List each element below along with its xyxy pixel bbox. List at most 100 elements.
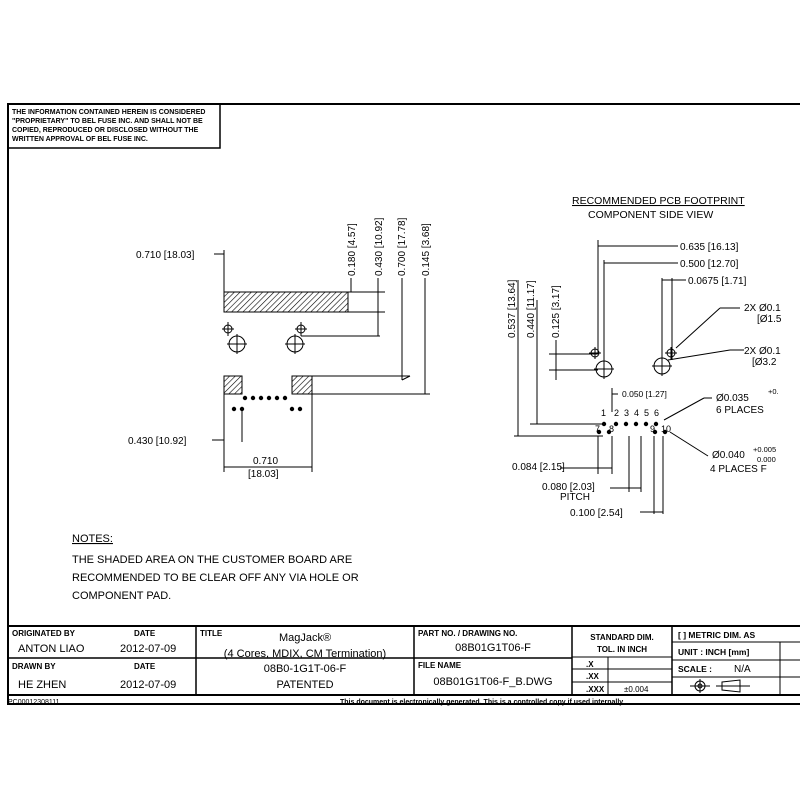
disclaimer-line-1: THE INFORMATION CONTAINED HEREIN IS CONS… bbox=[12, 109, 205, 116]
title-line-2: (4 Cores, MDIX, CM Termination) bbox=[224, 648, 386, 660]
dim-430-horizontal: 0.430 [10.92] bbox=[128, 436, 187, 447]
disclaimer-line-4: WRITTEN APPROVAL OF BEL FUSE INC. bbox=[12, 136, 148, 143]
unit-label: UNIT : INCH [mm] bbox=[678, 647, 749, 657]
pin-hole bbox=[623, 421, 629, 427]
dim-430-vertical: 0.430 [10.92] bbox=[374, 217, 385, 276]
pin-label-2: 2 bbox=[614, 408, 619, 418]
notes-line-2: RECOMMENDED TO BE CLEAR OFF ANY VIA HOLE… bbox=[72, 572, 359, 584]
dim-500: 0.500 [12.70] bbox=[680, 259, 739, 270]
std-dim-label-1: STANDARD DIM. bbox=[590, 633, 653, 642]
footprint-subtitle: COMPONENT SIDE VIEW bbox=[588, 209, 713, 221]
scale-label: SCALE : bbox=[678, 664, 712, 674]
hole-small-left bbox=[222, 322, 234, 336]
drawn-by-label: DRAWN BY bbox=[12, 662, 56, 671]
dim-537: 0.537 [13.64] bbox=[507, 279, 518, 338]
left-view bbox=[212, 250, 430, 472]
pin-hole bbox=[662, 429, 668, 435]
disclaimer-box: THE INFORMATION CONTAINED HEREIN IS CONS… bbox=[7, 103, 221, 149]
pin-row-left bbox=[231, 395, 303, 412]
file-name-label: FILE NAME bbox=[418, 661, 462, 670]
date-label-2: DATE bbox=[134, 662, 156, 671]
title-label: TITLE bbox=[200, 629, 223, 638]
tol-x: .X bbox=[586, 660, 594, 669]
callout-035-tol: +0. bbox=[768, 387, 779, 396]
hole-large-left bbox=[227, 334, 247, 354]
title-line-4: PATENTED bbox=[276, 679, 333, 691]
file-name: 08B01G1T06-F_B.DWG bbox=[433, 676, 552, 688]
title-line-1: MagJack® bbox=[279, 632, 331, 644]
shaded-keepout-top bbox=[223, 291, 349, 313]
pin-label-9: 9 bbox=[650, 424, 655, 434]
tol-xxx-value: ±0.004 bbox=[624, 685, 649, 694]
std-dim-label-2: TOL. IN INCH bbox=[597, 645, 647, 654]
originated-by: ANTON LIAO bbox=[18, 643, 85, 655]
shaded-keepout-right bbox=[291, 375, 313, 395]
callout-2x-a-metric: [Ø1.5 bbox=[757, 314, 782, 325]
pin-label-6: 6 bbox=[654, 408, 659, 418]
callout-040-tol-plus: +0.005 bbox=[753, 445, 776, 454]
part-no-label: PART NO. / DRAWING NO. bbox=[418, 629, 517, 638]
pin-hole bbox=[633, 421, 639, 427]
pin-label-5: 5 bbox=[644, 408, 649, 418]
pin-label-8: 8 bbox=[609, 424, 614, 434]
pin-label-10: 10 bbox=[661, 424, 671, 434]
part-no: 08B01G1T06-F bbox=[455, 642, 531, 654]
dim-440: 0.440 [11.17] bbox=[526, 280, 537, 338]
pin-label-1: 1 bbox=[601, 408, 606, 418]
pin-hole bbox=[643, 421, 649, 427]
drawn-date: 2012-07-09 bbox=[120, 679, 176, 691]
footprint-hole-small-left bbox=[589, 347, 601, 359]
dim-700: 0.700 [17.78] bbox=[397, 217, 408, 276]
hole-large-right bbox=[285, 334, 305, 354]
disclaimer-line-3: COPIED, REPRODUCED OR DISCLOSED WITHOUT … bbox=[12, 127, 199, 134]
dim-050: 0.050 [1.27] bbox=[622, 389, 667, 399]
dim-635: 0.635 [16.13] bbox=[680, 242, 739, 253]
tol-xx: .XX bbox=[586, 672, 600, 681]
dim-084: 0.084 [2.15] bbox=[512, 462, 565, 473]
drawing-border bbox=[7, 103, 800, 705]
originated-date: 2012-07-09 bbox=[120, 643, 176, 655]
drawn-by: HE ZHEN bbox=[18, 679, 66, 691]
footprint-hole-large-left bbox=[594, 359, 614, 379]
projection-symbol-icon bbox=[690, 679, 750, 693]
pin-labels-top: 1 2 3 4 5 6 bbox=[601, 408, 659, 418]
pin-hole bbox=[596, 429, 602, 435]
pin-labels-bottom: 7 8 9 10 bbox=[595, 424, 671, 434]
pin-hole bbox=[606, 429, 612, 435]
pin-label-4: 4 bbox=[634, 408, 639, 418]
disclaimer-line-2: "PROPRIETARY" TO BEL FUSE INC. AND SHALL… bbox=[12, 118, 203, 125]
pin-hole bbox=[613, 421, 619, 427]
pitch-label: PITCH bbox=[560, 492, 590, 503]
tol-xxx: .XXX bbox=[586, 685, 605, 694]
dim-145: 0.145 [3.68] bbox=[421, 223, 432, 276]
footprint-hole-large-right bbox=[652, 356, 672, 376]
dim-100: 0.100 [2.54] bbox=[570, 508, 623, 519]
dim-080: 0.080 [2.03] bbox=[542, 482, 595, 493]
dim-0675: 0.0675 [1.71] bbox=[688, 276, 747, 287]
callout-040: Ø0.040 bbox=[712, 450, 745, 461]
callout-2x-b: 2X Ø0.1 bbox=[744, 346, 781, 357]
callout-4-places: 4 PLACES F bbox=[710, 464, 767, 475]
shaded-keepout-left bbox=[223, 375, 243, 395]
dim-width-top: 0.710 [18.03] bbox=[136, 250, 195, 261]
callout-6-places: 6 PLACES bbox=[716, 405, 764, 416]
pin-hole bbox=[652, 429, 658, 435]
date-label-1: DATE bbox=[134, 629, 156, 638]
footprint-view bbox=[514, 240, 744, 514]
footer-note: This document is electronically generate… bbox=[340, 699, 623, 706]
dim-180: 0.180 [4.57] bbox=[347, 223, 358, 276]
callout-035: Ø0.035 bbox=[716, 393, 749, 404]
notes-line-3: COMPONENT PAD. bbox=[72, 590, 171, 602]
pin-hole bbox=[653, 421, 659, 427]
notes-line-1: THE SHADED AREA ON THE CUSTOMER BOARD AR… bbox=[72, 554, 352, 566]
footprint-title: RECOMMENDED PCB FOOTPRINT bbox=[572, 195, 745, 207]
title-line-3: 08B0-1G1T-06-F bbox=[264, 663, 347, 675]
dim-width-bottom-2: [18.03] bbox=[248, 469, 279, 480]
hole-small-right bbox=[295, 322, 307, 336]
callout-040-tol-minus: 0.000 bbox=[757, 455, 776, 464]
doc-number: PC00012308111 bbox=[8, 699, 60, 706]
dim-width-bottom-1: 0.710 bbox=[253, 456, 278, 467]
title-block bbox=[8, 625, 800, 696]
footprint-hole-small-right bbox=[665, 347, 677, 359]
